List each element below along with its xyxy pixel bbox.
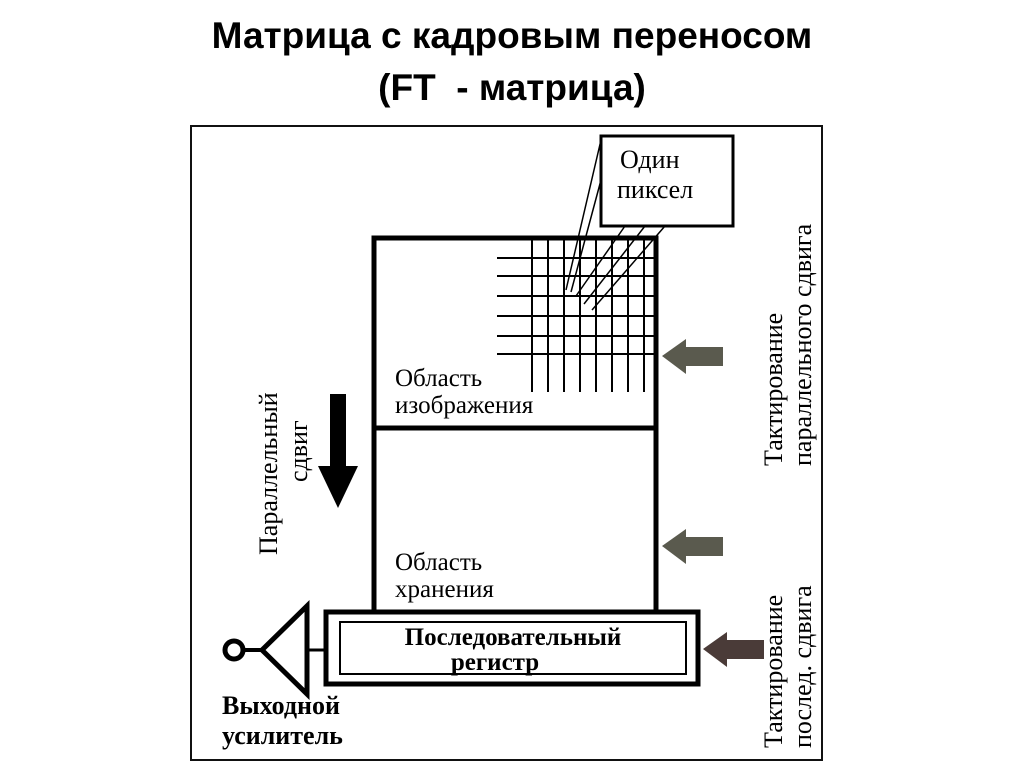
serial-clock-arrow-icon <box>703 632 764 667</box>
title-line-1: Матрица с кадровым переносом <box>211 15 813 56</box>
serial-register-outer <box>323 609 701 687</box>
serial-clock-label-line-1: Тактирование <box>759 595 788 748</box>
pixel-grid <box>497 238 656 392</box>
image-area-label-line-1: Область <box>395 365 482 392</box>
output-amplifier-icon <box>222 600 326 700</box>
pixel-label-box <box>599 134 735 228</box>
parallel-clock-arrow-2-icon <box>662 529 723 564</box>
parallel-clock-arrow-1-icon <box>662 339 723 374</box>
pixel-label-line-1: Один <box>620 145 680 174</box>
image-area-label-line-2: изображения <box>395 392 534 419</box>
serial-register-label-line-2: регистр <box>451 649 539 676</box>
title-line-2: (FT - матрица) <box>378 67 646 108</box>
parallel-clock-label-line-2: параллельного сдвига <box>788 223 817 466</box>
parallel-shift-arrow-icon <box>318 394 358 508</box>
storage-area-label-line-2: хранения <box>395 576 494 603</box>
parallel-shift-label-line-1: Параллельный <box>254 392 283 555</box>
storage-area-label-line-1: Область <box>395 549 482 576</box>
parallel-clock-label-line-1: Тактирование <box>759 313 788 466</box>
pixel-pointer-lines <box>565 139 666 311</box>
slide-title: Матрица с кадровым переносом (FT - матри… <box>0 10 1024 114</box>
serial-register-inner <box>339 621 687 675</box>
pixel-label-line-2: пиксел <box>617 175 693 204</box>
serial-clock-label-line-2: послед. сдвига <box>788 585 817 748</box>
amplifier-label-line-2: усилитель <box>222 721 343 750</box>
diagram-frame <box>190 125 823 761</box>
amplifier-label-line-1: Выходной <box>222 691 340 720</box>
serial-register-label-line-1: Последовательный <box>405 624 622 651</box>
parallel-shift-label-line-2: сдвиг <box>284 420 313 482</box>
